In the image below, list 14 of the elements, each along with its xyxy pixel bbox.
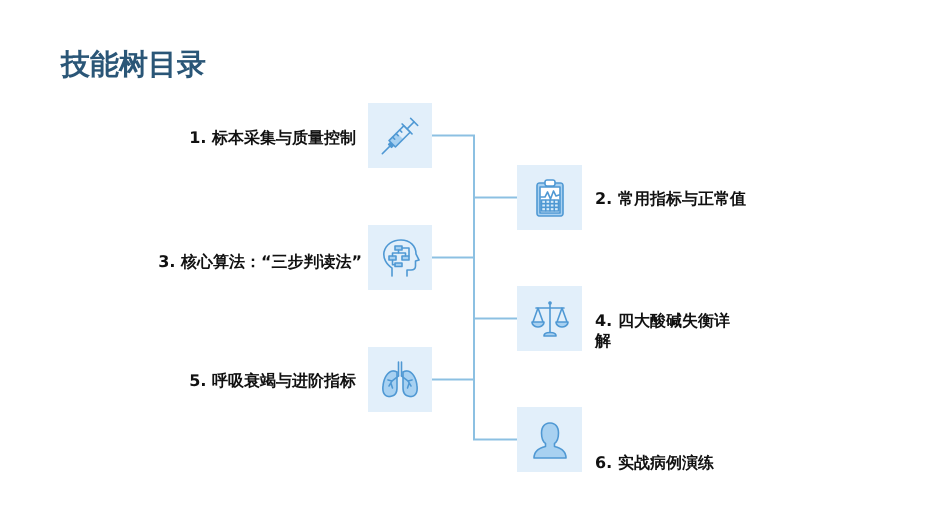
item-label: 4. 四大酸碱失衡详解	[595, 311, 731, 351]
page-title: 技能树目录	[61, 46, 206, 83]
connector-line	[432, 378, 517, 440]
item-label: 3. 核心算法：“三步判读法”	[158, 252, 362, 272]
item-label: 6. 实战病例演练	[595, 453, 715, 473]
icon-tile	[368, 347, 432, 412]
icon-tile	[368, 103, 432, 168]
icon-tile	[368, 225, 432, 290]
item-label: 2. 常用指标与正常值	[595, 189, 747, 209]
item-label: 5. 呼吸衰竭与进阶指标	[189, 371, 356, 391]
item-label: 1. 标本采集与质量控制	[189, 128, 356, 148]
icon-tile	[517, 407, 582, 472]
icon-tile	[517, 165, 582, 230]
icon-tile	[517, 286, 582, 351]
